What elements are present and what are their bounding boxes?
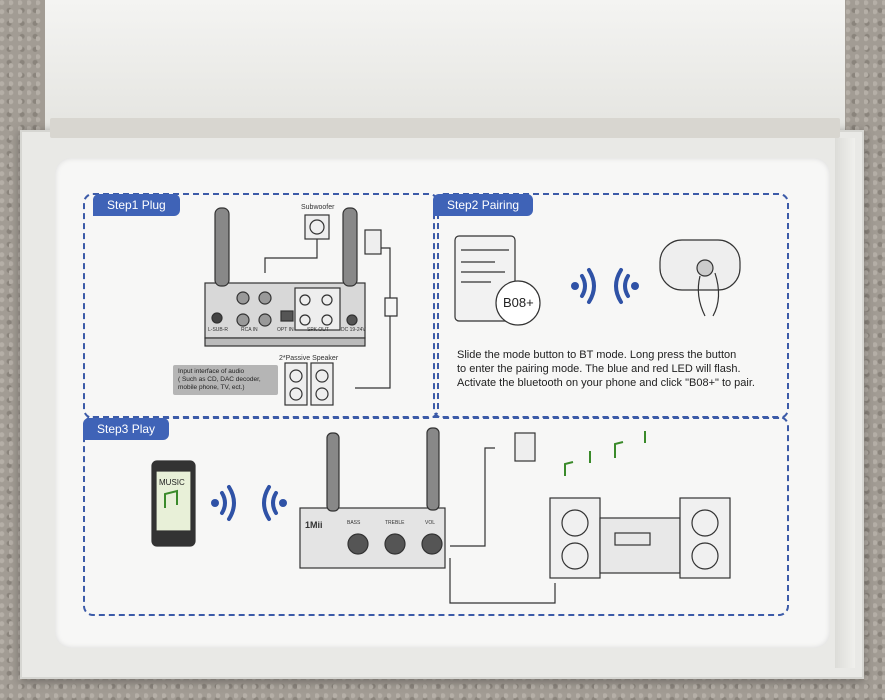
pairing-instruction-line1: Slide the mode button to BT mode. Long p… [457,349,737,361]
wall-outlet [364,229,382,255]
antenna-right [342,207,358,287]
input-interface-box: Input interface of audio ( Such as CD, D… [173,365,278,395]
input-interface-title: Input interface of audio [178,368,245,375]
step3-panel [83,416,789,616]
lid-fold [50,118,840,138]
b08-callout-bubble [495,280,541,326]
bluetooth-waves-step3 [211,485,287,521]
knob-label-bass: BASS [347,520,361,526]
step1-panel [83,193,439,419]
bluetooth-waves-step2 [571,268,639,304]
instruction-card: Step1 Plug Step2 Pairing Step3 Play [55,158,830,648]
subwoofer-graphic [304,214,330,240]
port-label-rca: RCA IN [241,327,258,333]
amp-brand-logo: 1Mii [305,520,323,530]
knob-label-vol: VOL [425,520,436,526]
input-interface-detail: ( Such as CD, DAC decoder, mobile phone,… [178,376,261,391]
step2-panel [433,193,789,419]
port-label-spk: SPK OUT [307,327,329,333]
box-lid [45,0,845,138]
box-side-wall [835,138,855,668]
pairing-instruction-line2: to enter the pairing mode. The blue and … [457,363,741,375]
passive-speaker-label: 2*Passive Speaker [279,355,339,362]
pairing-instruction-line3: Activate the bluetooth on your phone and… [457,377,755,389]
amplifier-front [299,507,446,569]
subwoofer-label: Subwoofer [301,204,335,211]
treble-knob [384,533,406,555]
passive-speaker-right [310,362,334,406]
stereo-right-speaker [679,497,731,579]
port-label-lsub: L-SUB-R [208,327,229,333]
antenna-left [214,207,230,287]
music-notes [564,431,646,476]
volume-knob [421,533,443,555]
knob-label-treble: TREBLE [385,520,405,526]
device-name-label: B08+ [503,295,534,310]
step1-tab: Step1 Plug [93,194,180,216]
step3-tab: Step3 Play [83,418,170,440]
port-label-opt: OPT IN [277,327,294,333]
port-label-dc: DC 19-24V [341,327,366,333]
bass-knob [347,533,369,555]
svg-text:MUSIC: MUSIC [159,478,185,487]
stereo-left-speaker [549,497,601,579]
passive-speaker-left [284,362,308,406]
step2-tab: Step2 Pairing [433,194,534,216]
diagram-illustration: MUSIC [151,207,741,604]
